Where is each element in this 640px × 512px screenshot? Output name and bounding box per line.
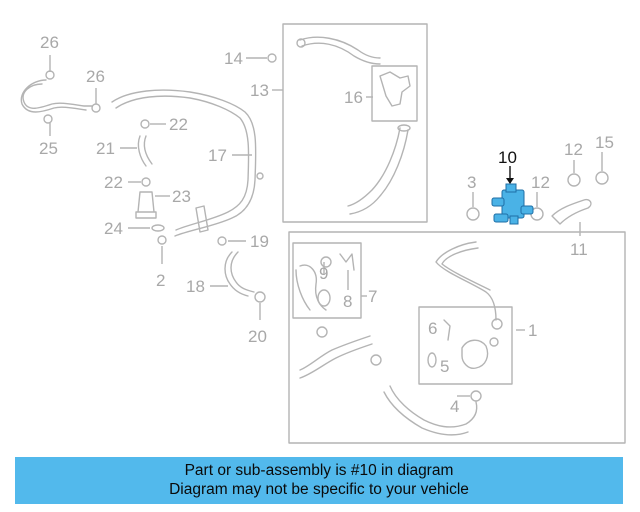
info-banner: Part or sub-assembly is #10 in diagram D… [15, 457, 623, 504]
clamp-3 [466, 207, 480, 221]
clamp-22a [140, 119, 150, 129]
banner-line-1: Part or sub-assembly is #10 in diagram [184, 462, 454, 479]
callout-14: 14 [224, 49, 243, 68]
oring-6 [427, 352, 437, 368]
callout-13: 13 [250, 81, 269, 100]
hose-18 [224, 251, 255, 297]
callout-19: 19 [250, 232, 269, 251]
callout-4: 4 [450, 397, 459, 416]
clamp-12b [567, 173, 581, 187]
callout-26a: 26 [40, 33, 59, 52]
gasket-9 [320, 256, 332, 268]
group-box-16 [371, 65, 418, 122]
clamp-4 [470, 390, 482, 402]
pipe-upper [435, 241, 497, 321]
clamp-20 [254, 291, 266, 303]
oring-24 [151, 224, 165, 232]
callout-22b: 22 [104, 173, 123, 192]
callout-6: 6 [428, 319, 437, 338]
callout-25: 25 [39, 139, 58, 158]
clamp-2 [157, 235, 167, 245]
clamp-15 [595, 171, 609, 185]
hose-lower-left [299, 335, 373, 379]
banner-line-2: Diagram may not be specific to your vehi… [169, 481, 469, 498]
callout-8: 8 [343, 292, 352, 311]
callout-22a: 22 [169, 115, 188, 134]
callout-17: 17 [208, 146, 227, 165]
clamp-19 [217, 236, 227, 246]
bracket-8 [339, 253, 355, 271]
hose-lower-right [383, 385, 478, 436]
callout-9: 9 [319, 264, 328, 283]
clamp-14 [267, 53, 277, 63]
hose-25 [22, 83, 93, 109]
callout-5: 5 [440, 357, 449, 376]
clamp-25-end [43, 114, 53, 124]
callout-1: 1 [528, 321, 537, 340]
callout-2: 2 [156, 271, 165, 290]
fitting-23 [135, 191, 157, 219]
clamp-26b [91, 103, 101, 113]
callout-20: 20 [248, 327, 267, 346]
parts-diagram: 26 26 25 22 21 22 23 24 2 18 19 20 17 14… [20, 23, 626, 444]
callout-15: 15 [595, 133, 614, 152]
group-box-7 [292, 242, 362, 319]
fitting-5 [461, 339, 489, 370]
callout-23: 23 [172, 187, 191, 206]
group-box-main [288, 231, 626, 444]
group-box-13 [282, 23, 428, 223]
group-box-4-5 [418, 306, 513, 385]
callout-3: 3 [467, 173, 476, 192]
callout-21: 21 [96, 139, 115, 158]
fitting-16 [379, 71, 411, 107]
callout-26b: 26 [86, 67, 105, 86]
callout-10: 10 [498, 148, 517, 167]
callout-12b: 12 [564, 140, 583, 159]
hose-21 [137, 135, 153, 167]
clamp-26a [45, 70, 55, 80]
clamp-22b [141, 177, 151, 187]
callout-18: 18 [186, 277, 205, 296]
callout-11: 11 [570, 240, 588, 259]
hose-13 [347, 127, 409, 215]
callout-16: 16 [344, 88, 363, 107]
hose-top-13 [299, 36, 381, 65]
callout-24: 24 [104, 219, 123, 238]
callout-12a: 12 [531, 173, 550, 192]
pipe-17 [111, 89, 257, 237]
hose-11 [551, 198, 592, 225]
callout-7: 7 [368, 287, 377, 306]
highlighted-part-10 [491, 183, 534, 225]
